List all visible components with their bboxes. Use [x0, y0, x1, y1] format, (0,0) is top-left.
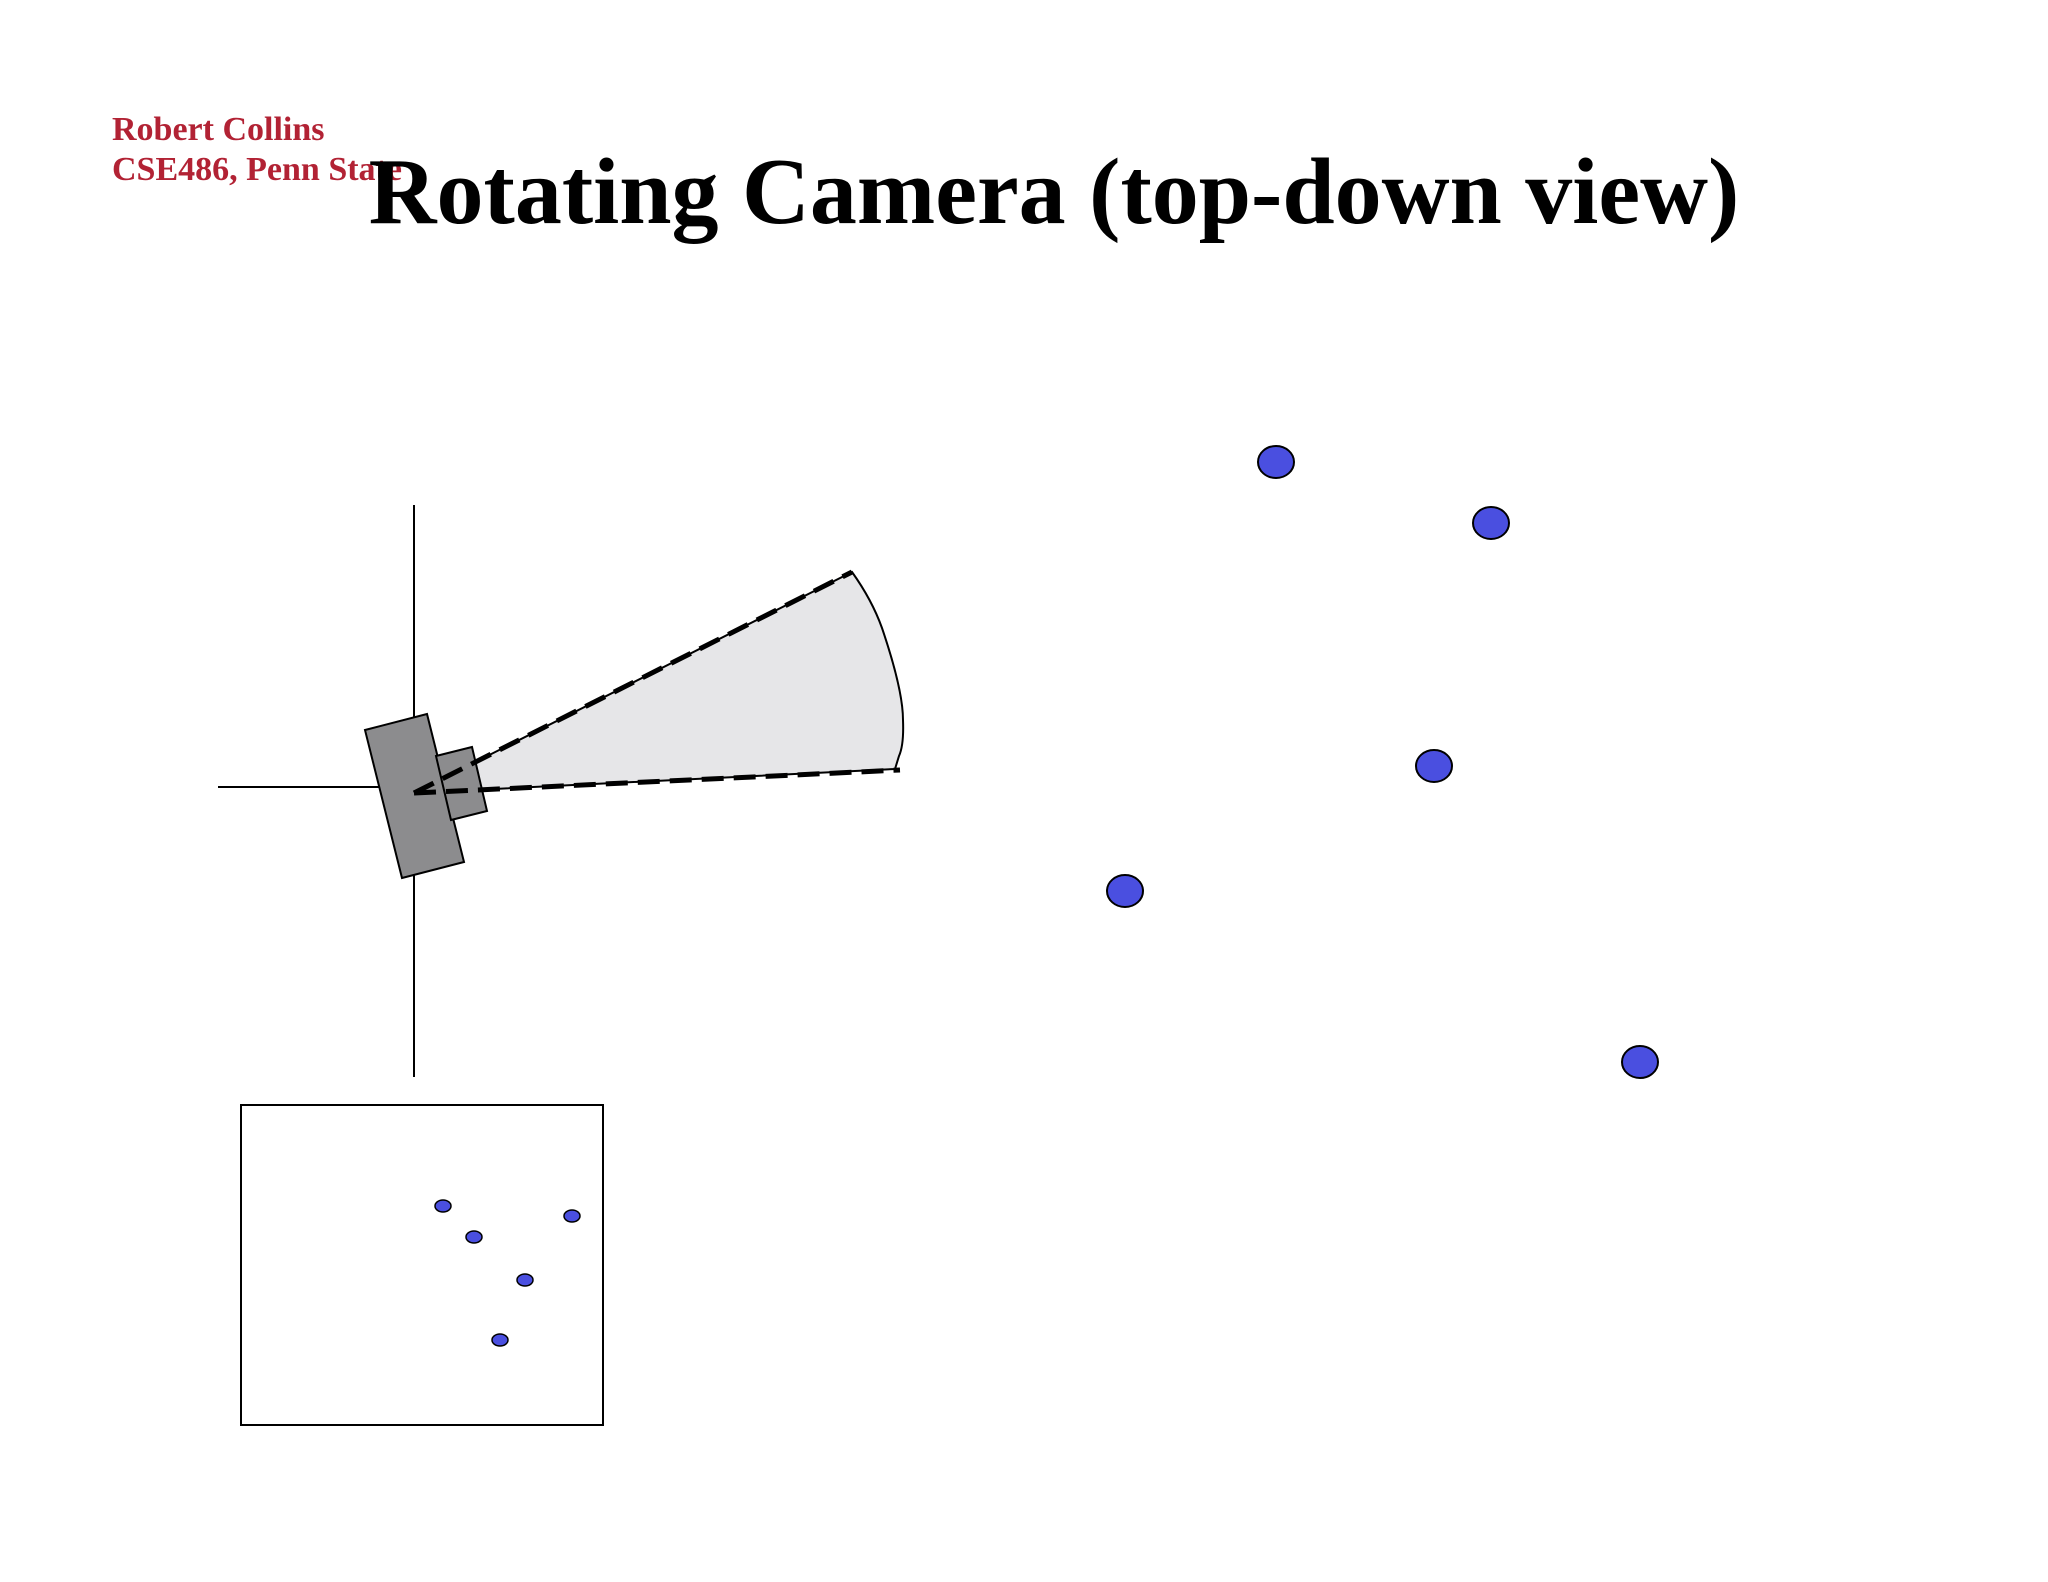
field-of-view-cone	[413, 570, 905, 794]
view-ray-upper	[412, 569, 854, 796]
camera-body	[363, 712, 466, 880]
image-point	[563, 1209, 581, 1223]
world-point	[1415, 749, 1453, 783]
author-name: Robert Collins	[112, 111, 325, 148]
world-point	[1106, 874, 1144, 908]
slide-title: Rotating Camera (top-down view)	[368, 140, 1740, 244]
author-course: CSE486, Penn State	[112, 151, 402, 188]
image-point	[465, 1230, 483, 1244]
image-point	[516, 1273, 534, 1287]
image-point	[491, 1333, 509, 1347]
author-block: Robert Collins CSE486, Penn State	[112, 110, 402, 190]
image-point	[434, 1199, 452, 1213]
world-points	[1106, 445, 1659, 1079]
image-plane-box	[240, 1104, 604, 1426]
world-point	[1257, 445, 1295, 479]
world-point	[1621, 1045, 1659, 1079]
image-points	[434, 1199, 581, 1347]
world-point	[1472, 506, 1510, 540]
view-ray-lower	[413, 767, 901, 796]
